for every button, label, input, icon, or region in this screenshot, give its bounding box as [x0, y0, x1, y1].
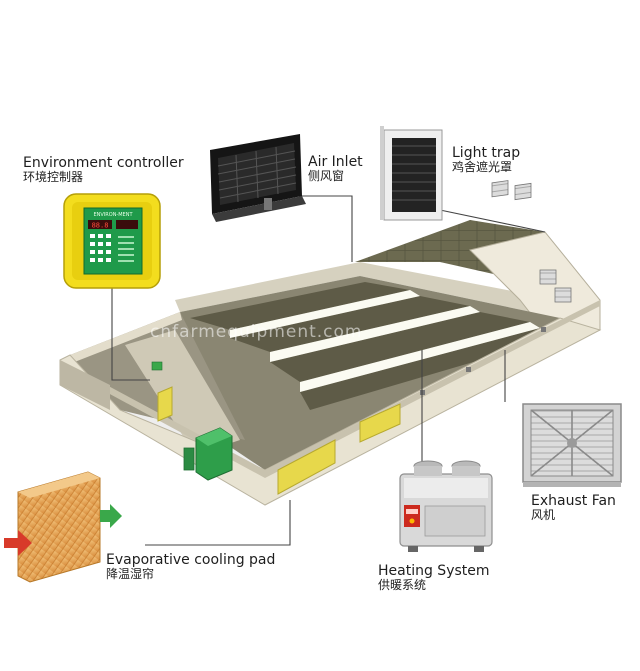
- aisle-2: [270, 306, 480, 362]
- label-environment-controller: Environment controller 环境控制器: [23, 155, 184, 185]
- end-wall-fan-4: [554, 287, 572, 303]
- label-air-inlet-cn: 侧风窗: [308, 169, 345, 184]
- leader-lines: [111, 195, 546, 546]
- airflow-out-arrow: [100, 504, 122, 528]
- service-room-back-wall: [70, 312, 182, 363]
- heater-control-panel: [404, 505, 420, 527]
- aisle-3: [300, 322, 540, 392]
- wall-vent-1: [466, 367, 471, 372]
- label-environment-controller-cn: 环境控制器: [23, 170, 84, 185]
- end-wall-fan-1: [491, 180, 509, 198]
- air-inlet-device: [210, 134, 306, 222]
- watermark: cnfarmequipment.com: [150, 322, 363, 342]
- label-cooling-pad: Evaporative cooling pad 降温湿帘: [106, 552, 275, 582]
- airflow-in-arrow: [4, 530, 32, 556]
- label-air-inlet: Air Inlet 侧风窗: [308, 154, 363, 184]
- aisle-1: [230, 290, 420, 338]
- front-wall-top: [60, 300, 600, 478]
- label-heating-system-en: Heating System: [378, 563, 490, 579]
- label-light-trap-en: Light trap: [452, 145, 521, 161]
- exhaust-fan-device: [522, 403, 622, 487]
- label-cooling-pad-cn: 降温湿帘: [106, 567, 155, 582]
- label-cooling-pad-en: Evaporative cooling pad: [106, 552, 276, 568]
- end-wall-fan-3: [539, 269, 557, 285]
- leader-cooling-pad: [145, 500, 291, 546]
- controller-brand-text: ENVIRON-MENT: [93, 212, 133, 218]
- wall-controller-box: [151, 361, 163, 371]
- cage-row-4: [300, 328, 555, 410]
- far-wall: [175, 262, 570, 318]
- label-exhaust-fan-en: Exhaust Fan: [531, 493, 616, 509]
- wall-cooling-pad-2: [277, 439, 336, 495]
- wall-cooling-pad-3: [157, 386, 173, 422]
- label-light-trap-cn: 鸡舍遮光罩: [452, 160, 513, 175]
- environment-controller-device: ENVIRON-MENT 88.8: [63, 193, 161, 289]
- label-air-inlet-en: Air Inlet: [308, 154, 363, 170]
- evaporative-cooling-pad-device: [4, 471, 122, 583]
- label-environment-controller-en: Environment controller: [23, 155, 184, 171]
- label-light-trap: Light trap 鸡舍遮光罩: [452, 145, 520, 175]
- interior-heater: [183, 427, 233, 481]
- cage-row-1: [190, 282, 410, 330]
- controller-panel: [83, 207, 143, 275]
- label-heating-system-cn: 供暖系统: [378, 578, 427, 593]
- label-exhaust-fan: Exhaust Fan 风机: [531, 493, 616, 523]
- leader-light-trap: [439, 209, 546, 233]
- wall-vent-2: [541, 327, 546, 332]
- label-exhaust-fan-cn: 风机: [531, 508, 556, 523]
- end-wall-fan-2: [514, 182, 532, 201]
- front-wall-left: [60, 360, 110, 410]
- heating-system-device: [399, 460, 493, 552]
- leader-environment-controller: [111, 280, 150, 381]
- cage-row-3: [270, 312, 530, 382]
- light-trap-device: [380, 126, 443, 221]
- poultry-house: [59, 180, 602, 506]
- controller-keypad: [90, 234, 134, 262]
- wall-cooling-pad-1: [359, 403, 401, 443]
- service-room-partition: [125, 330, 240, 455]
- label-heating-system: Heating System 供暖系统: [378, 563, 490, 593]
- controller-display: 88.8: [92, 222, 109, 230]
- leader-air-inlet: [290, 195, 353, 262]
- cage-row-2: [230, 296, 470, 352]
